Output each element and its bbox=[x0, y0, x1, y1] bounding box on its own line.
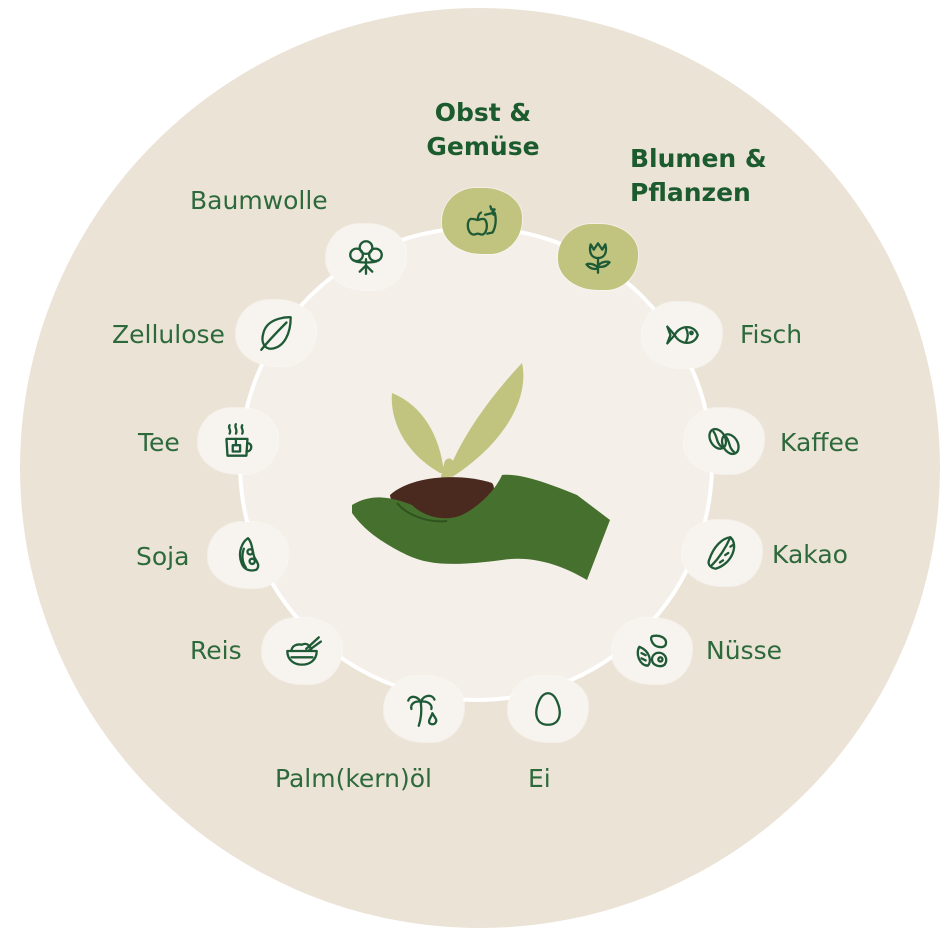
node-nuesse[interactable] bbox=[612, 618, 692, 684]
tulip-icon bbox=[585, 242, 611, 274]
cocoa-pod-icon bbox=[707, 536, 736, 570]
node-reis[interactable] bbox=[262, 618, 342, 684]
node-ei[interactable] bbox=[508, 676, 588, 742]
coffee-beans-icon bbox=[708, 427, 740, 456]
soy-pod-icon bbox=[238, 537, 260, 572]
node-obst-gemuese[interactable] bbox=[442, 188, 522, 254]
label-kaffee[interactable]: Kaffee bbox=[780, 428, 860, 457]
label-baumwolle[interactable]: Baumwolle bbox=[190, 186, 328, 215]
leaf-icon bbox=[260, 316, 292, 351]
egg-icon bbox=[535, 692, 561, 726]
node-kaffee[interactable] bbox=[684, 408, 764, 474]
node-zellulose[interactable] bbox=[236, 300, 316, 366]
node-soja[interactable] bbox=[208, 522, 288, 588]
tea-cup-icon bbox=[225, 423, 253, 457]
label-palmkernoel[interactable]: Palm(kern)öl bbox=[275, 764, 432, 793]
node-baumwolle[interactable] bbox=[326, 224, 406, 290]
label-ei[interactable]: Ei bbox=[528, 764, 551, 793]
node-palmkernoel[interactable] bbox=[384, 676, 464, 742]
label-obst-gemuese[interactable]: Obst & Gemüse bbox=[426, 98, 540, 161]
label-blumen-pflanzen[interactable]: Blumen & Pflanzen bbox=[630, 144, 767, 207]
label-zellulose[interactable]: Zellulose bbox=[112, 320, 225, 349]
cotton-plant-icon bbox=[349, 240, 383, 275]
fish-icon bbox=[666, 325, 699, 345]
label-reis[interactable]: Reis bbox=[190, 636, 242, 665]
node-fisch[interactable] bbox=[642, 302, 722, 368]
label-soja[interactable]: Soja bbox=[136, 542, 190, 571]
palm-tree-oil-icon bbox=[407, 694, 438, 727]
node-blumen-pflanzen[interactable] bbox=[558, 224, 638, 290]
node-tee[interactable] bbox=[198, 408, 278, 474]
label-fisch[interactable]: Fisch bbox=[740, 320, 803, 349]
rice-bowl-icon bbox=[286, 636, 323, 666]
nuts-icon bbox=[636, 634, 668, 668]
label-tee[interactable]: Tee bbox=[138, 428, 180, 457]
node-kakao[interactable] bbox=[682, 520, 762, 586]
apple-pepper-icon bbox=[466, 205, 497, 236]
label-kakao[interactable]: Kakao bbox=[772, 540, 848, 569]
hand-holding-seedling-icon bbox=[352, 363, 610, 580]
label-nuesse[interactable]: Nüsse bbox=[706, 636, 782, 665]
